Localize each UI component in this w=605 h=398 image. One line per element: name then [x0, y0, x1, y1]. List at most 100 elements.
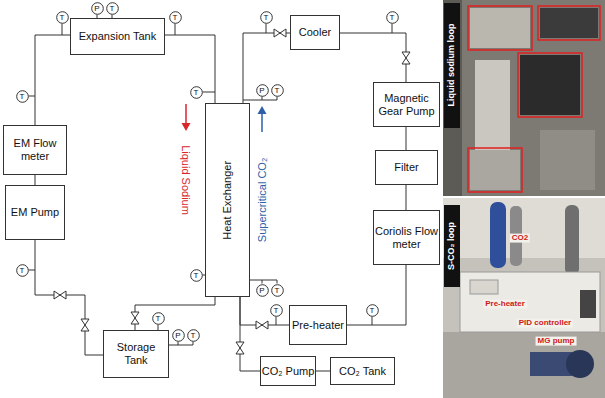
label-strip: [444, 205, 460, 287]
box-label: Filter: [394, 161, 418, 174]
sensor-letter: P: [172, 329, 185, 342]
pipe-connector: [240, 297, 289, 325]
sensor-circle: T: [56, 11, 69, 24]
sensor-stub: [178, 342, 179, 346]
sensor-circle: T: [260, 11, 273, 24]
box-label: Cooler: [299, 26, 331, 39]
sensor-circle: T: [152, 312, 165, 325]
sensor-letter: T: [187, 329, 200, 342]
sensor-letter: T: [270, 304, 283, 317]
pipe-connector: [347, 265, 406, 325]
photo-callout: CO2: [510, 234, 530, 243]
pipe-connector: [165, 35, 215, 103]
sensor-stub: [392, 24, 393, 34]
sensor-circle: T: [366, 304, 379, 317]
sensor-letter: T: [152, 312, 165, 325]
sensor-letter: T: [366, 304, 379, 317]
photo-floor: [443, 332, 605, 398]
sensor-circle: P: [172, 329, 185, 342]
sensor-circle: T: [270, 304, 283, 317]
sensor-ring: [172, 329, 184, 341]
sensor-ring: [152, 312, 164, 324]
process-box: EM Pump: [5, 185, 65, 240]
flow-arrowhead: [182, 123, 191, 131]
pipe-connector: [35, 35, 70, 125]
sensor-letter: T: [56, 11, 69, 24]
pipe-connector: [243, 33, 290, 103]
sensor-circle: T: [187, 329, 200, 342]
valve-symbol: [274, 29, 286, 37]
insulated-pipe: [475, 60, 510, 150]
storage-tank-photo: [470, 150, 520, 190]
flow-arrowhead: [258, 106, 267, 114]
photo-callout: MG pump: [536, 337, 577, 346]
sensor-letter: T: [169, 11, 182, 24]
instrument-unit: [540, 8, 598, 38]
sensor-ring: [16, 90, 28, 102]
pipe-connector: [35, 240, 103, 355]
sensor-circle: T: [190, 269, 203, 282]
sensor-circle: P: [256, 84, 269, 97]
process-box: Heat Exchanger: [205, 103, 250, 297]
sensor-ring: [260, 11, 272, 23]
box-label: Magnetic Gear Pump: [374, 92, 439, 117]
photo-callout: PID controller: [517, 319, 573, 328]
pipe-connector: [240, 297, 260, 371]
sensor-letter: T: [190, 269, 203, 282]
label-strip: [444, 3, 460, 128]
sensor-circle: T: [271, 284, 284, 297]
sensor-ring: [169, 11, 181, 23]
sensor-stub: [29, 270, 36, 271]
sensor-ring: [366, 304, 378, 316]
flow-arrow: [261, 113, 263, 132]
pipe-connector: [316, 371, 330, 372]
sensor-ring: [106, 2, 118, 14]
highlight-frame: [538, 6, 600, 40]
valve-symbol: [256, 321, 268, 329]
valve-symbol: [54, 291, 66, 299]
valve-symbol: [81, 319, 89, 331]
heat-exchanger-photo: [540, 130, 595, 190]
process-box: EM Flow meter: [3, 125, 67, 175]
box-label: EM Flow meter: [4, 137, 66, 162]
sensor-stub: [266, 24, 267, 34]
box-label: Heat Exchanger: [221, 161, 234, 240]
sensor-circle: T: [169, 11, 182, 24]
process-box: Coriolis Flow meter: [373, 210, 440, 265]
valves: [54, 29, 410, 354]
sensor-ring: [271, 284, 283, 296]
insulated-vessel: [470, 8, 530, 48]
pre-heater-photo: [470, 280, 498, 294]
box-label: Storage Tank: [104, 341, 168, 366]
sensor-stub: [262, 280, 263, 284]
sensor-circle: T: [386, 11, 399, 24]
sensor-stub: [62, 24, 63, 36]
mg-pump-photo: [530, 352, 572, 376]
process-box: Filter: [375, 150, 438, 185]
flow-label: Liquid Sodium: [180, 145, 192, 215]
gas-cylinder: [565, 205, 579, 275]
pipe-connector: [340, 33, 406, 82]
em-pump-photo: [520, 55, 580, 115]
sensor-circle: T: [106, 2, 119, 15]
valve-symbol: [131, 312, 139, 324]
sensor-ring: [386, 11, 398, 23]
sensor-stub: [193, 342, 194, 346]
sensor-ring: [91, 2, 103, 14]
pipe-connector: [135, 297, 215, 330]
sensor-ring: [16, 264, 28, 276]
process-box: Magnetic Gear Pump: [373, 82, 440, 127]
valve-symbol: [402, 52, 410, 64]
sensor-circle: T: [16, 264, 29, 277]
sensor-stub: [175, 24, 176, 36]
process-box: CO₂ Pump: [260, 356, 316, 386]
sensor-letter: T: [106, 2, 119, 15]
sensor-letter: T: [16, 264, 29, 277]
pipe-connector: [35, 175, 36, 185]
mg-pump-motor: [566, 350, 594, 378]
highlight-frame: [468, 148, 522, 192]
sensor-letter: T: [271, 84, 284, 97]
box-label: CO₂ Pump: [262, 365, 315, 378]
box-label: CO₂ Tank: [339, 365, 386, 378]
